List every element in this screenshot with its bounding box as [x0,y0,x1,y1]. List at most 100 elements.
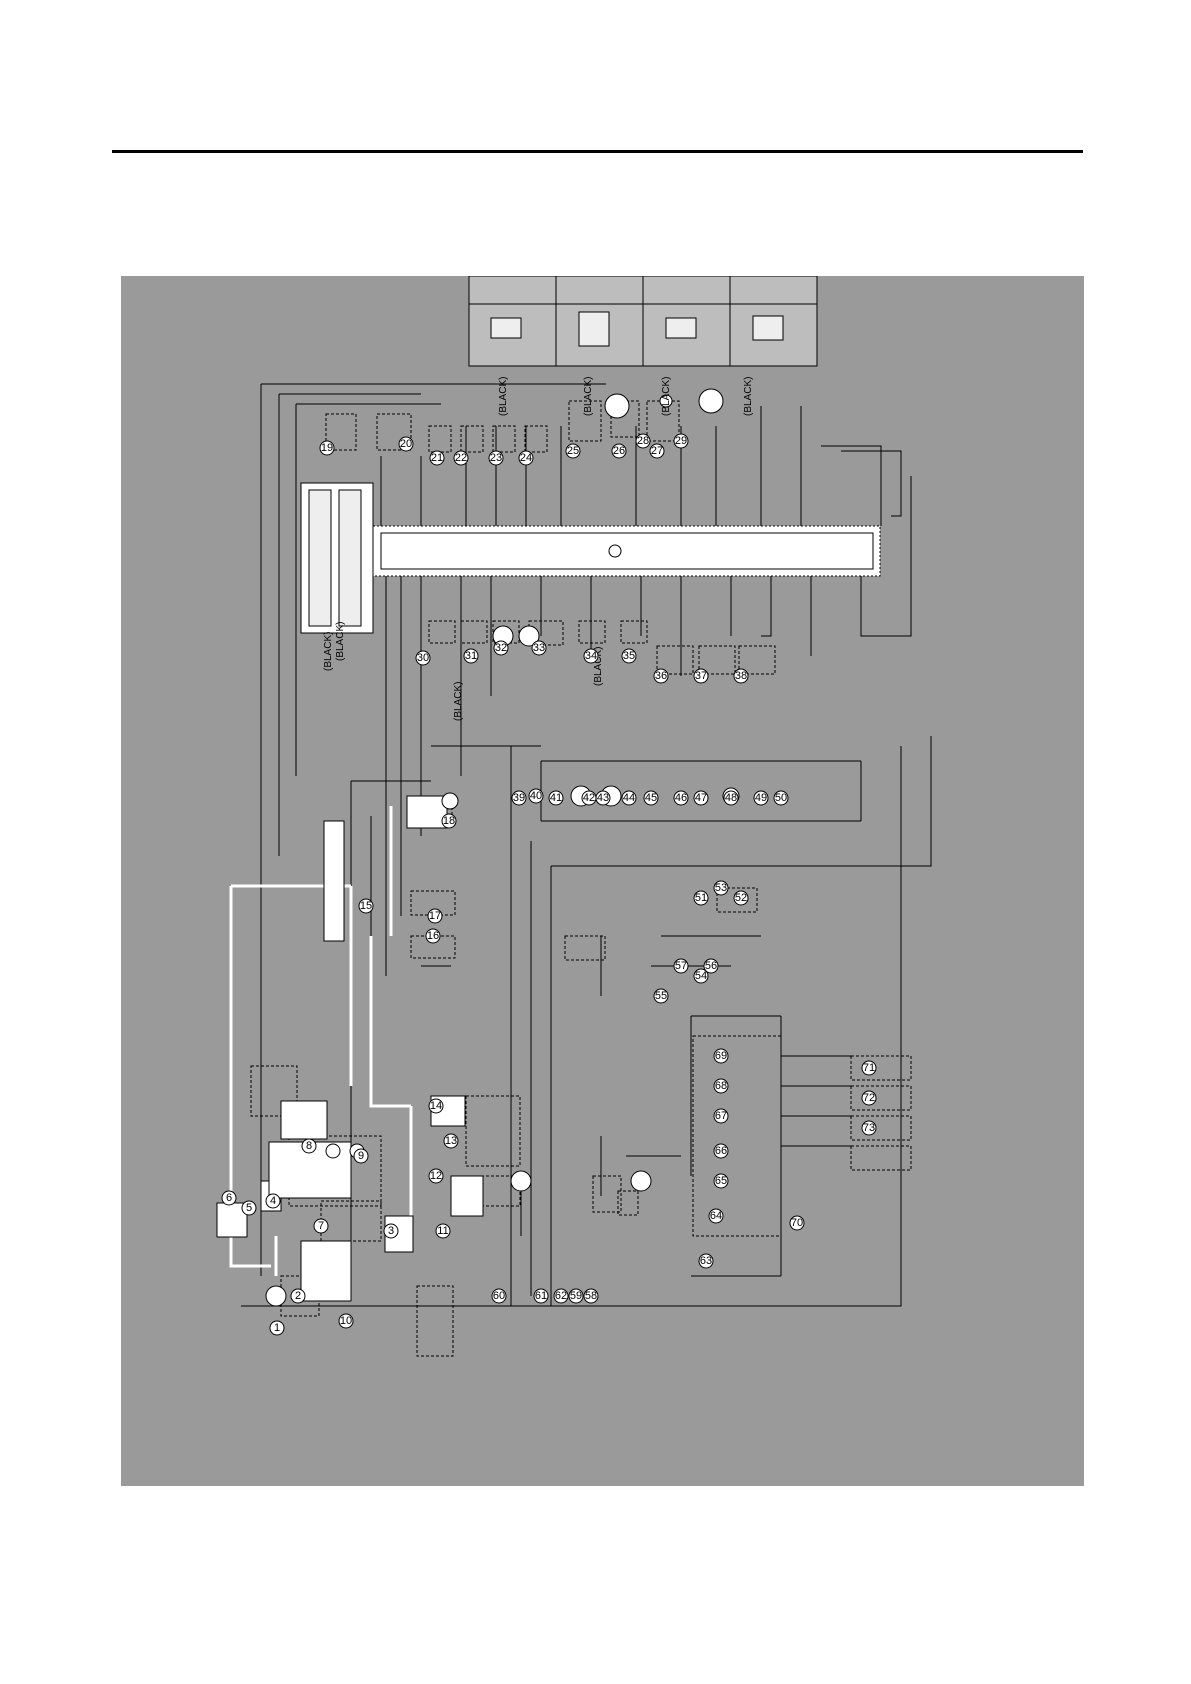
svg-text:58: 58 [585,1290,597,1302]
callout-20: 20 [399,437,413,451]
svg-text:73: 73 [863,1122,875,1134]
callout-47: 47 [694,791,708,805]
callout-21: 21 [430,451,444,465]
svg-text:48: 48 [725,792,737,804]
svg-text:23: 23 [490,452,502,464]
connector-table [469,276,817,366]
svg-text:21: 21 [431,452,443,464]
callout-22: 22 [454,451,468,465]
svg-text:11: 11 [437,1225,448,1237]
callout-53: 53 [714,881,728,895]
svg-text:36: 36 [655,670,667,682]
svg-text:39: 39 [513,792,525,804]
svg-text:29: 29 [675,435,687,447]
callout-23: 23 [489,451,503,465]
callout-29: 29 [674,434,688,448]
callout-62: 62 [554,1289,568,1303]
svg-text:50: 50 [775,792,787,804]
svg-text:5: 5 [246,1202,252,1214]
callout-38: 38 [734,669,748,683]
svg-text:33: 33 [533,642,545,654]
callout-25: 25 [566,444,580,458]
svg-text:51: 51 [695,892,707,904]
callout-61: 61 [534,1289,548,1303]
svg-text:64: 64 [710,1210,722,1222]
svg-text:69: 69 [715,1050,727,1062]
callout-63: 63 [699,1254,713,1268]
svg-text:52: 52 [735,892,747,904]
svg-text:14: 14 [430,1100,442,1112]
svg-text:13: 13 [445,1135,457,1147]
connector-note: (BLACK) [323,632,334,671]
callout-67: 67 [714,1109,728,1123]
connector-note: (BLACK) [743,377,754,416]
svg-text:55: 55 [655,990,667,1002]
svg-text:34: 34 [585,650,597,662]
svg-text:30: 30 [417,652,429,664]
callout-11: 11 [436,1224,450,1238]
callout-33: 33 [532,641,546,655]
callout-17: 17 [428,909,442,923]
callout-71: 71 [862,1061,876,1075]
svg-text:31: 31 [465,650,477,662]
svg-text:38: 38 [735,670,747,682]
svg-text:1: 1 [274,1322,280,1334]
callout-4: 4 [266,1194,280,1208]
ecu-block [373,526,880,576]
svg-text:53: 53 [715,882,727,894]
callout-45: 45 [644,791,658,805]
callout-36: 36 [654,669,668,683]
callout-27: 27 [650,444,664,458]
callout-8: 8 [302,1139,316,1153]
callout-58: 58 [584,1289,598,1303]
svg-text:72: 72 [863,1092,875,1104]
callout-68: 68 [714,1079,728,1093]
svg-text:17: 17 [429,910,441,922]
callout-48: 48 [724,791,738,805]
callout-24: 24 [519,451,533,465]
svg-text:66: 66 [715,1145,727,1157]
callout-30: 30 [416,651,430,665]
svg-text:56: 56 [705,960,717,972]
callout-1: 1 [270,1321,284,1335]
callout-3: 3 [384,1224,398,1238]
svg-text:6: 6 [226,1192,232,1204]
callout-31: 31 [464,649,478,663]
svg-text:26: 26 [613,445,625,457]
svg-text:4: 4 [270,1195,276,1207]
svg-text:47: 47 [695,792,707,804]
callout-6: 6 [222,1191,236,1205]
callout-66: 66 [714,1144,728,1158]
callout-56: 56 [704,959,718,973]
svg-text:62: 62 [555,1290,567,1302]
svg-text:68: 68 [715,1080,727,1092]
callout-9: 9 [354,1149,368,1163]
connector-note: (BLACK) [661,377,672,416]
header-rule [112,150,1083,153]
svg-text:10: 10 [340,1315,352,1327]
svg-text:35: 35 [623,650,635,662]
svg-text:46: 46 [675,792,687,804]
callout-14: 14 [429,1099,443,1113]
connector-note: (BLACK) [335,622,346,661]
svg-text:63: 63 [700,1255,712,1267]
svg-text:22: 22 [455,452,467,464]
callout-28: 28 [636,434,650,448]
callout-59: 59 [569,1289,583,1303]
callout-34: 34 [584,649,598,663]
callout-16: 16 [426,929,440,943]
svg-text:25: 25 [567,445,579,457]
callout-42: 42 [582,791,596,805]
callout-37: 37 [694,669,708,683]
callout-18: 18 [442,814,456,828]
svg-text:2: 2 [295,1290,301,1302]
callout-46: 46 [674,791,688,805]
callout-15: 15 [359,899,373,913]
callout-52: 52 [734,891,748,905]
svg-text:37: 37 [695,670,707,682]
svg-text:3: 3 [388,1225,394,1237]
callout-7: 7 [314,1219,328,1233]
svg-text:43: 43 [597,792,609,804]
svg-text:65: 65 [715,1175,727,1187]
svg-text:40: 40 [530,790,542,802]
